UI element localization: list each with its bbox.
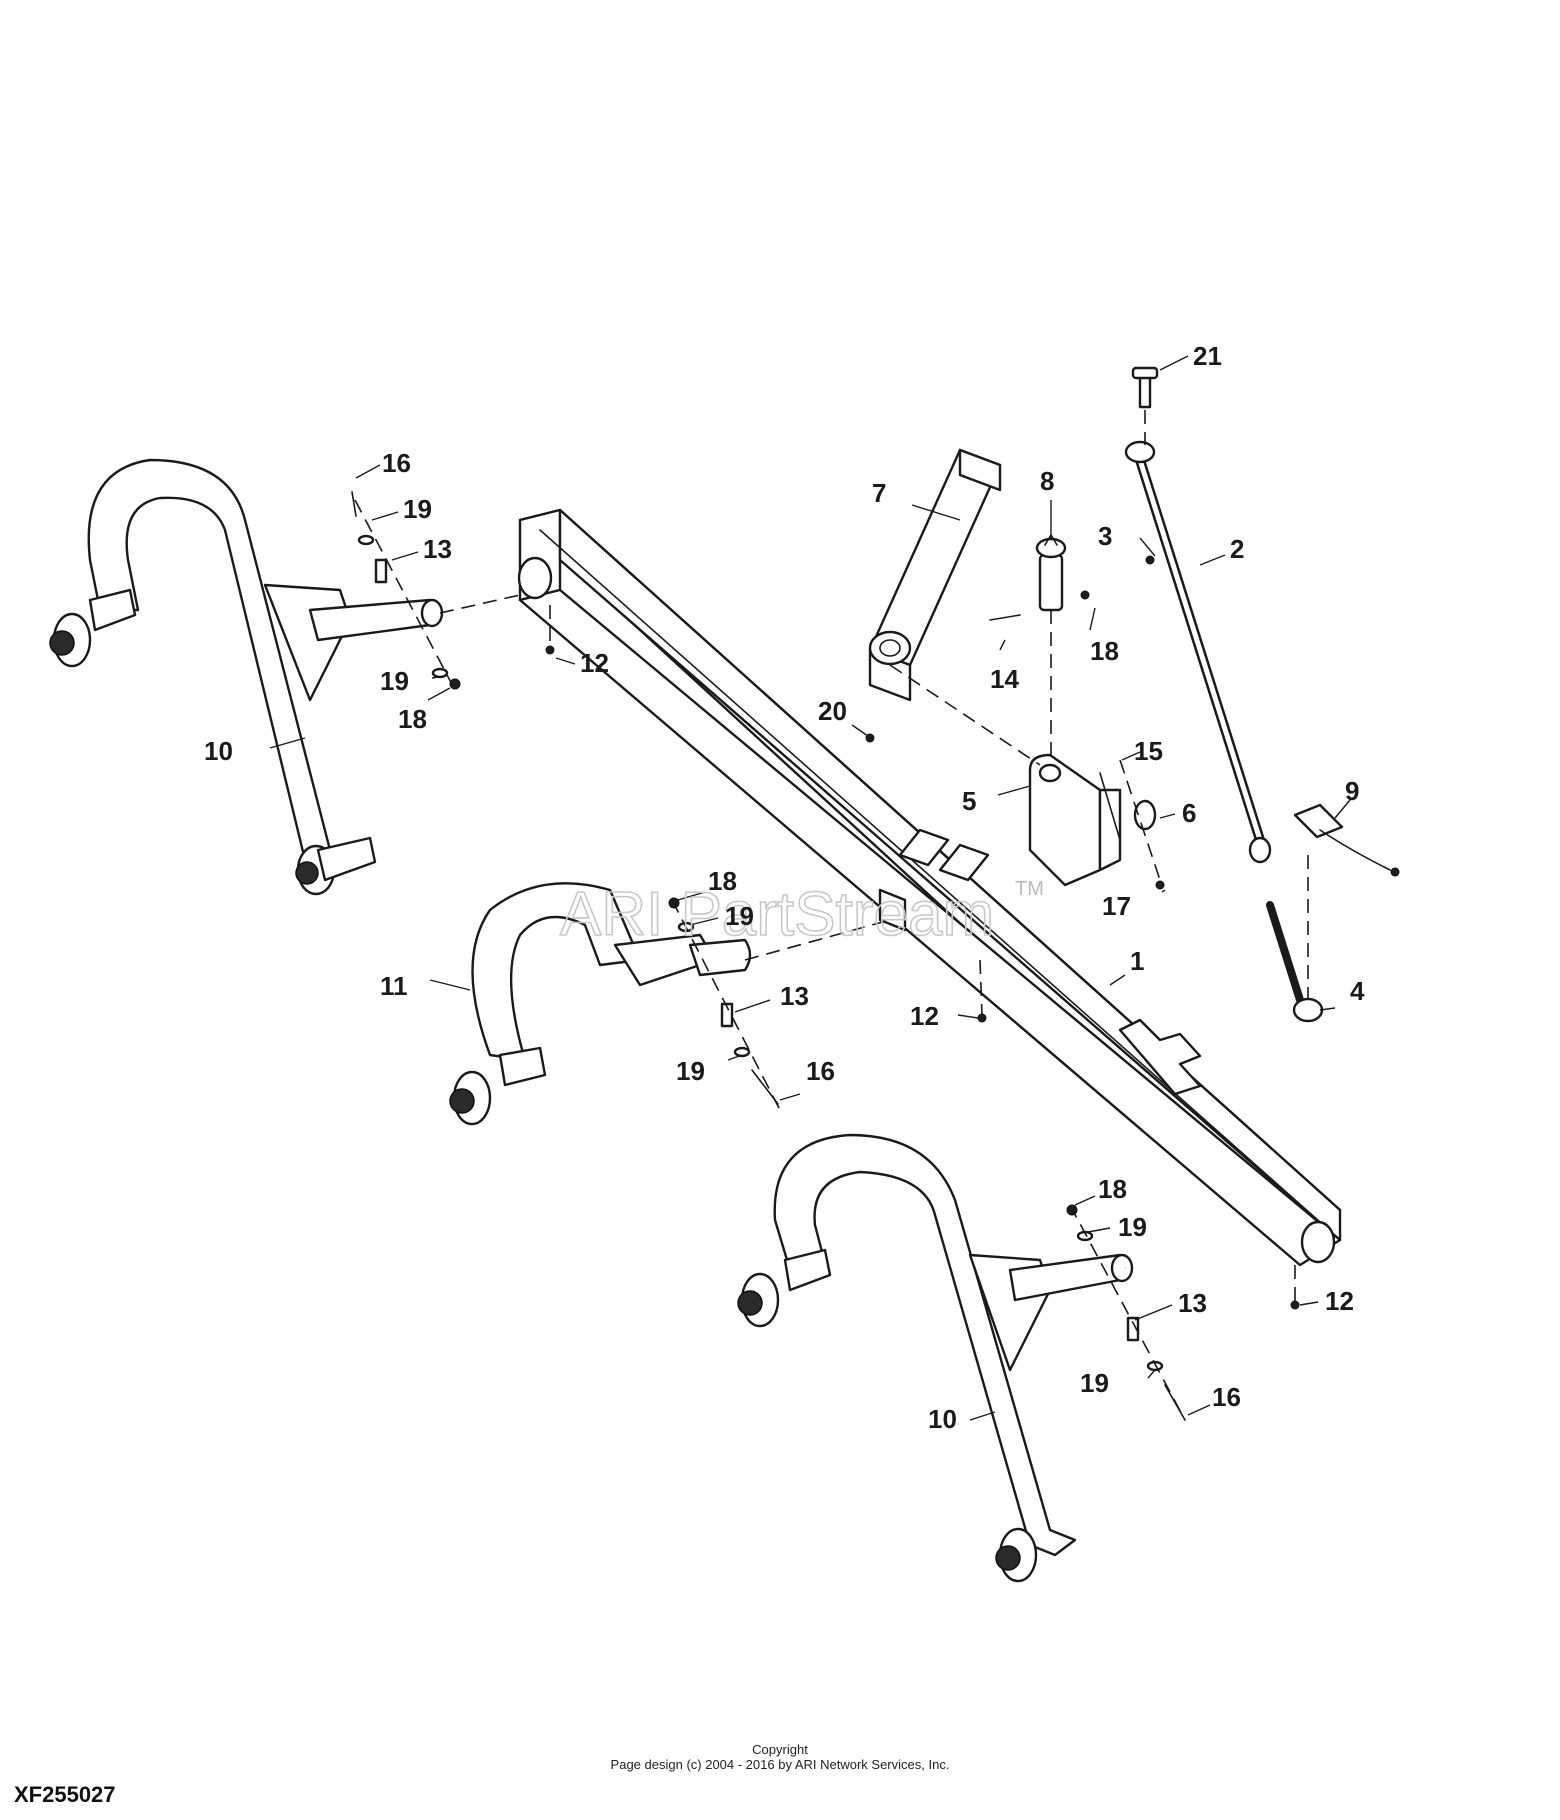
watermark-trademark: TM — [1015, 878, 1044, 900]
callout-12: 12 — [580, 648, 609, 678]
callout-19: 19 — [725, 901, 754, 931]
copyright-title: Copyright — [752, 1742, 808, 1757]
callout-18: 18 — [708, 866, 737, 896]
callout-19: 19 — [676, 1056, 705, 1086]
callout-3: 3 — [1098, 521, 1112, 551]
figure-code: XF255027 — [14, 1782, 116, 1807]
callout-10: 10 — [928, 1404, 957, 1434]
callout-15: 15 — [1134, 736, 1163, 766]
callout-12: 12 — [910, 1001, 939, 1031]
callout-17: 17 — [1102, 891, 1131, 921]
callout-16: 16 — [1212, 1382, 1241, 1412]
callout-5: 5 — [962, 786, 976, 816]
callout-19: 19 — [380, 666, 409, 696]
callout-19: 19 — [1080, 1368, 1109, 1398]
watermark-text: ARI PartStream — [560, 880, 994, 949]
callout-16: 16 — [382, 448, 411, 478]
callout-18: 18 — [1098, 1174, 1127, 1204]
callout-7: 7 — [872, 478, 886, 508]
callout-10: 10 — [204, 736, 233, 766]
callout-20: 20 — [818, 696, 847, 726]
callout-labels: 21 16 19 13 7 8 3 2 12 19 18 14 18 20 15… — [204, 341, 1365, 1434]
callout-21: 21 — [1193, 341, 1222, 371]
leader-lines — [269, 355, 1351, 1421]
wire-harness — [1293, 803, 1400, 877]
main-beam — [517, 508, 1342, 1267]
assembly-lines — [354, 410, 1309, 1421]
copyright-line: Page design (c) 2004 - 2016 by ARI Netwo… — [610, 1757, 950, 1772]
callout-16: 16 — [806, 1056, 835, 1086]
square-tube — [868, 448, 1002, 702]
callout-2: 2 — [1230, 534, 1244, 564]
callout-13: 13 — [780, 981, 809, 1011]
callout-14: 14 — [990, 664, 1019, 694]
callout-4: 4 — [1350, 976, 1365, 1006]
callout-6: 6 — [1182, 798, 1196, 828]
gauge-wheel-arm-middle — [449, 882, 752, 1126]
callout-12: 12 — [1325, 1286, 1354, 1316]
callout-13: 13 — [423, 534, 452, 564]
watermark: ARI PartStream TM — [559, 878, 1044, 950]
callout-1: 1 — [1130, 946, 1144, 976]
tie-rod — [1124, 366, 1324, 1023]
callout-19: 19 — [1118, 1212, 1147, 1242]
callout-8: 8 — [1040, 466, 1054, 496]
callout-19: 19 — [403, 494, 432, 524]
pivot-pin — [1035, 533, 1067, 612]
callout-18: 18 — [1090, 636, 1119, 666]
callout-11: 11 — [380, 971, 408, 1001]
gauge-wheel-arm-lower — [737, 1133, 1134, 1583]
gauge-wheel-arm-upper — [49, 458, 444, 896]
callout-13: 13 — [1178, 1288, 1207, 1318]
callout-9: 9 — [1345, 776, 1359, 806]
callout-18: 18 — [398, 704, 427, 734]
pivot-bracket — [1028, 753, 1122, 887]
